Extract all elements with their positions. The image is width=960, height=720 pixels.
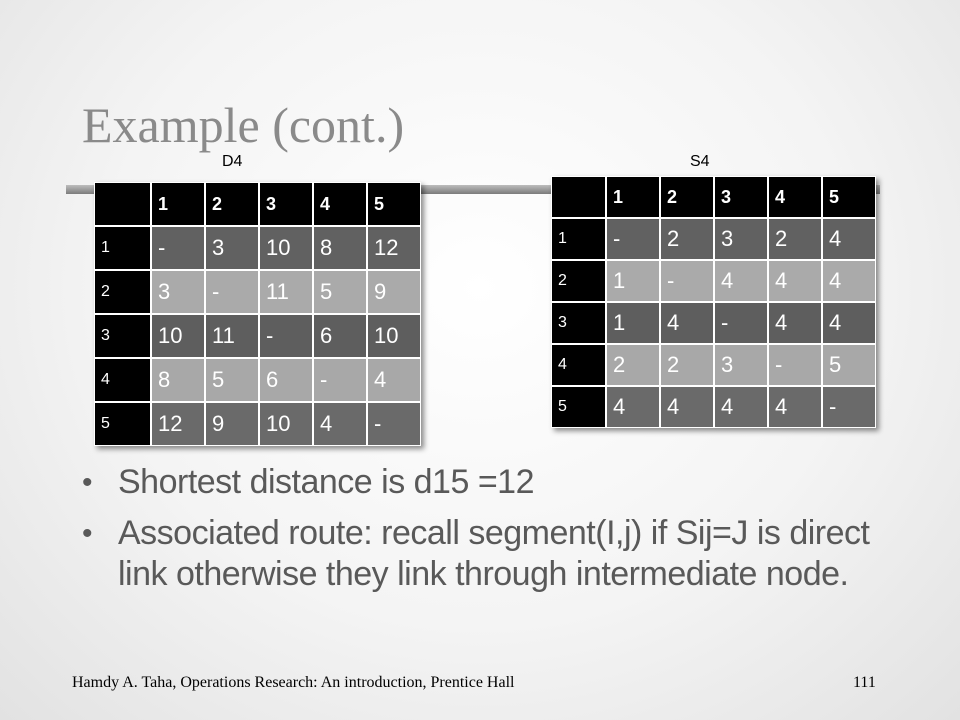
column-header: 4 [768, 176, 822, 218]
row-header: 3 [551, 302, 606, 344]
corner-cell [94, 182, 151, 226]
footer-citation: Hamdy A. Taha, Operations Research: An i… [72, 674, 515, 691]
row-header: 2 [94, 270, 151, 314]
table-cell: 4 [768, 386, 822, 428]
table-cell: 4 [714, 260, 768, 302]
column-header: 2 [660, 176, 714, 218]
table-cell: - [768, 344, 822, 386]
table-cell: 1 [606, 302, 660, 344]
row-header: 5 [94, 402, 151, 446]
d4-label: D4 [222, 153, 243, 170]
table-cell: 6 [313, 314, 367, 358]
table-row: 1 - 2 3 2 4 [551, 218, 876, 260]
table-row: 5 4 4 4 4 - [551, 386, 876, 428]
column-header: 1 [151, 182, 205, 226]
page-number: 111 [853, 674, 876, 691]
column-header: 4 [313, 182, 367, 226]
table-cell: 4 [660, 302, 714, 344]
table-cell: 2 [660, 218, 714, 260]
table-row: 4 2 2 3 - 5 [551, 344, 876, 386]
table-cell: - [313, 358, 367, 402]
table-cell: 4 [660, 386, 714, 428]
row-header: 5 [551, 386, 606, 428]
table-cell: 8 [151, 358, 205, 402]
table-cell: 3 [714, 344, 768, 386]
table-cell: 3 [205, 226, 259, 270]
table-cell: 11 [259, 270, 313, 314]
table-cell: 6 [259, 358, 313, 402]
table-cell: - [367, 402, 421, 446]
row-header: 1 [551, 218, 606, 260]
column-header: 3 [714, 176, 768, 218]
table-cell: 1 [606, 260, 660, 302]
table-cell: 4 [367, 358, 421, 402]
table-cell: 3 [151, 270, 205, 314]
table-cell: - [151, 226, 205, 270]
row-header: 4 [551, 344, 606, 386]
bullet-item: • Shortest distance is d15 =12 [82, 462, 882, 503]
table-row: 4 8 5 6 - 4 [94, 358, 421, 402]
table-cell: 4 [822, 302, 876, 344]
table-cell: 2 [660, 344, 714, 386]
table-cell: 4 [768, 260, 822, 302]
table-cell: - [822, 386, 876, 428]
s4-table: 1 2 3 4 5 1 - 2 3 2 4 2 1 - 4 4 4 3 1 4 … [551, 176, 876, 428]
table-cell: 10 [151, 314, 205, 358]
table-header-row: 1 2 3 4 5 [551, 176, 876, 218]
table-cell: - [660, 260, 714, 302]
table-cell: - [205, 270, 259, 314]
table-cell: 5 [205, 358, 259, 402]
table-row: 2 1 - 4 4 4 [551, 260, 876, 302]
column-header: 3 [259, 182, 313, 226]
bullet-item: • Associated route: recall segment(I,j) … [82, 513, 882, 595]
table-cell: 4 [714, 386, 768, 428]
table-row: 3 10 11 - 6 10 [94, 314, 421, 358]
table-cell: 10 [367, 314, 421, 358]
column-header: 2 [205, 182, 259, 226]
table-cell: 5 [822, 344, 876, 386]
table-cell: 9 [205, 402, 259, 446]
table-cell: 4 [822, 218, 876, 260]
table-cell: 3 [714, 218, 768, 260]
table-header-row: 1 2 3 4 5 [94, 182, 421, 226]
table-row: 1 - 3 10 8 12 [94, 226, 421, 270]
table-cell: 2 [768, 218, 822, 260]
table-cell: 12 [367, 226, 421, 270]
s4-label: S4 [690, 153, 710, 170]
table-cell: 12 [151, 402, 205, 446]
table-cell: 8 [313, 226, 367, 270]
table-cell: 2 [606, 344, 660, 386]
table-row: 2 3 - 11 5 9 [94, 270, 421, 314]
slide-title: Example (cont.) [82, 97, 405, 153]
table-row: 5 12 9 10 4 - [94, 402, 421, 446]
row-header: 1 [94, 226, 151, 270]
row-header: 4 [94, 358, 151, 402]
table-row: 3 1 4 - 4 4 [551, 302, 876, 344]
table-cell: 5 [313, 270, 367, 314]
bullet-dot-icon: • [82, 517, 93, 550]
table-cell: 4 [606, 386, 660, 428]
d4-table: 1 2 3 4 5 1 - 3 10 8 12 2 3 - 11 5 9 3 1… [94, 182, 421, 446]
bullet-dot-icon: • [82, 466, 93, 499]
corner-cell [551, 176, 606, 218]
bullet-list: • Shortest distance is d15 =12 • Associa… [82, 462, 882, 605]
row-header: 2 [551, 260, 606, 302]
column-header: 1 [606, 176, 660, 218]
table-cell: 4 [822, 260, 876, 302]
table-cell: 4 [768, 302, 822, 344]
row-header: 3 [94, 314, 151, 358]
table-cell: - [606, 218, 660, 260]
title-rule [66, 185, 880, 194]
table-cell: 9 [367, 270, 421, 314]
column-header: 5 [822, 176, 876, 218]
table-cell: - [259, 314, 313, 358]
table-cell: 10 [259, 226, 313, 270]
table-cell: 10 [259, 402, 313, 446]
column-header: 5 [367, 182, 421, 226]
bullet-text: Shortest distance is d15 =12 [118, 463, 535, 501]
table-cell: - [714, 302, 768, 344]
bullet-text: Associated route: recall segment(I,j) if… [118, 514, 870, 593]
table-cell: 11 [205, 314, 259, 358]
table-cell: 4 [313, 402, 367, 446]
